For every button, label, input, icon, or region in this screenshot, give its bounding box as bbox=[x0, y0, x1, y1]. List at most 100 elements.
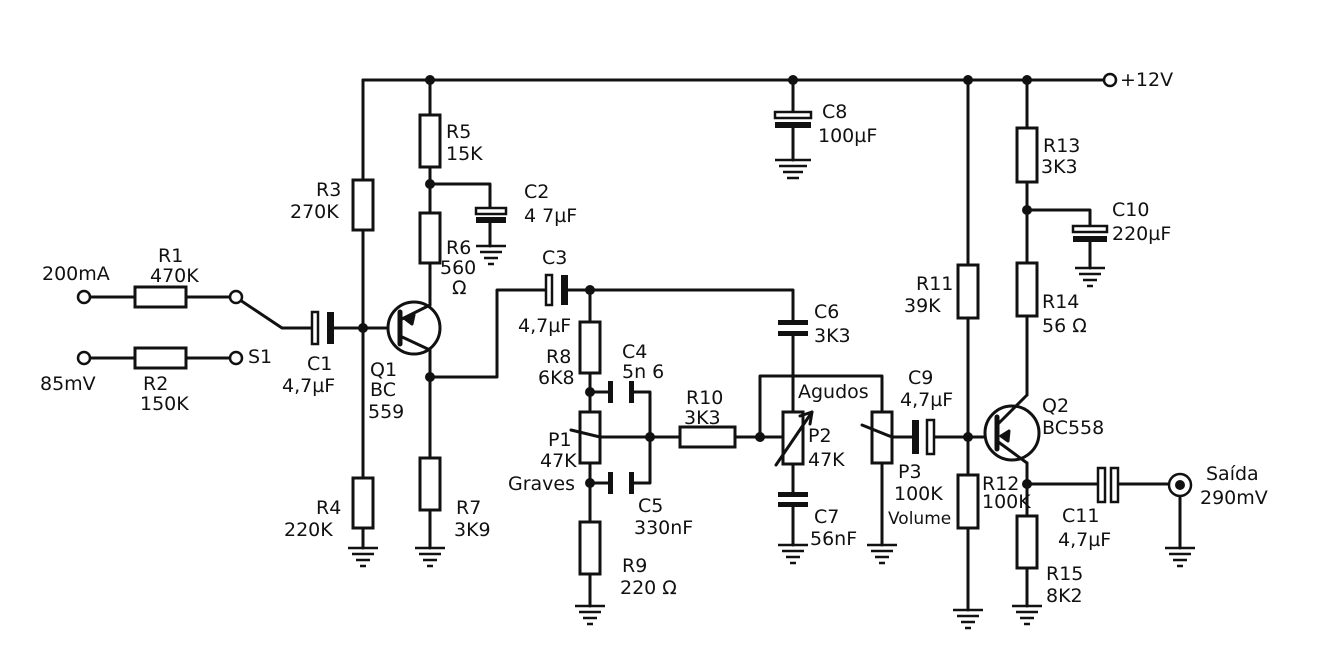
r2-value: 150K bbox=[140, 393, 189, 415]
switch-contact-1 bbox=[228, 289, 244, 305]
q1-type-1: BC bbox=[370, 379, 396, 401]
output-level: 290mV bbox=[1200, 487, 1268, 509]
wires bbox=[88, 78, 1182, 612]
ground-icon bbox=[575, 604, 605, 626]
output-label: Saída bbox=[1206, 463, 1259, 485]
q2-type: BC558 bbox=[1042, 417, 1104, 439]
resistor-r15 bbox=[1015, 514, 1039, 570]
p1-ref: P1 bbox=[548, 429, 572, 451]
c6-ref: C6 bbox=[814, 301, 839, 323]
c11-ref: C11 bbox=[1062, 505, 1099, 527]
c5-value: 330nF bbox=[634, 517, 693, 539]
r7-ref: R7 bbox=[456, 497, 481, 519]
ground-icon bbox=[867, 543, 897, 565]
resistor-r6 bbox=[418, 211, 442, 265]
terminals bbox=[76, 72, 1193, 498]
switch-label: S1 bbox=[248, 346, 272, 368]
c9-ref: C9 bbox=[908, 367, 933, 389]
c8-value: 100µF bbox=[818, 125, 877, 147]
r14-ref: R14 bbox=[1042, 291, 1079, 313]
potentiometer-p3 bbox=[860, 410, 894, 465]
p1-value: 47K bbox=[540, 450, 577, 472]
ground-icon bbox=[1075, 266, 1105, 288]
r2-ref: R2 bbox=[143, 373, 168, 395]
ground-icon bbox=[348, 546, 378, 568]
resistors bbox=[133, 113, 1039, 576]
capacitor-c3 bbox=[544, 273, 568, 307]
capacitor-c11 bbox=[1096, 466, 1120, 504]
ground-icon bbox=[1012, 604, 1042, 626]
r3-value: 270K bbox=[290, 201, 339, 223]
r9-ref: R9 bbox=[622, 555, 647, 577]
input-terminal-85mv bbox=[76, 350, 92, 366]
c1-value: 4,7µF bbox=[282, 375, 335, 397]
p1-name: Graves bbox=[508, 473, 575, 495]
p3-ref: P3 bbox=[898, 461, 922, 483]
potentiometer-p2 bbox=[774, 410, 814, 467]
p3-name: Volume bbox=[888, 509, 951, 529]
r14-value: 56 Ω bbox=[1042, 315, 1087, 337]
r6-unit: Ω bbox=[452, 277, 467, 299]
resistor-r13 bbox=[1015, 126, 1039, 184]
r11-ref: R11 bbox=[916, 273, 953, 295]
ground-icon bbox=[778, 543, 808, 565]
capacitor-c6 bbox=[778, 320, 808, 336]
c11-value: 4,7µF bbox=[1058, 529, 1111, 551]
p3-value: 100K bbox=[894, 483, 943, 505]
resistor-r9 bbox=[578, 520, 602, 576]
resistor-r12 bbox=[956, 473, 980, 530]
input-label-85mv: 85mV bbox=[40, 373, 96, 395]
r4-value: 220K bbox=[284, 519, 333, 541]
capacitor-c10 bbox=[1071, 224, 1109, 242]
q1-type-2: 559 bbox=[368, 401, 404, 423]
c8-ref: C8 bbox=[822, 101, 847, 123]
c2-value: 4 7µF bbox=[524, 205, 577, 227]
ground-icon bbox=[476, 244, 506, 266]
r1-ref: R1 bbox=[158, 245, 183, 267]
q2-ref: Q2 bbox=[1042, 395, 1069, 417]
r10-ref: R10 bbox=[686, 387, 723, 409]
p2-ref: P2 bbox=[808, 425, 832, 447]
resistor-r5 bbox=[418, 113, 442, 169]
capacitor-c9 bbox=[912, 418, 936, 456]
capacitor-c4 bbox=[608, 381, 634, 403]
resistor-r7 bbox=[418, 456, 442, 512]
c2-ref: C2 bbox=[524, 181, 549, 203]
capacitor-c5 bbox=[608, 472, 634, 494]
c9-value: 4,7µF bbox=[900, 389, 953, 411]
ground-icon bbox=[953, 608, 983, 630]
transistor-q2 bbox=[983, 393, 1041, 465]
r6-ref: R6 bbox=[446, 237, 471, 259]
resistor-r10 bbox=[678, 425, 737, 449]
r6-value: 560 bbox=[440, 257, 476, 279]
capacitors bbox=[310, 110, 1120, 507]
r8-value: 6K8 bbox=[538, 367, 575, 389]
capacitor-c2 bbox=[474, 206, 508, 223]
r13-ref: R13 bbox=[1043, 135, 1080, 157]
q1-ref: Q1 bbox=[370, 359, 397, 381]
transistor-q1 bbox=[386, 300, 442, 356]
potentiometers bbox=[569, 410, 894, 467]
capacitor-c7 bbox=[778, 492, 808, 507]
resistor-r14 bbox=[1015, 261, 1039, 318]
switch-contact-2 bbox=[228, 350, 244, 366]
capacitor-c1 bbox=[310, 310, 334, 346]
capacitor-c8 bbox=[773, 110, 813, 128]
r10-value: 3K3 bbox=[684, 407, 721, 429]
c5-ref: C5 bbox=[638, 495, 663, 517]
resistor-r11 bbox=[956, 263, 980, 320]
resistor-r2 bbox=[133, 346, 188, 370]
supply-label: +12V bbox=[1120, 69, 1173, 91]
resistor-r3 bbox=[351, 178, 375, 232]
c1-ref: C1 bbox=[307, 353, 332, 375]
p2-name: Agudos bbox=[798, 381, 869, 403]
resistor-r4 bbox=[351, 476, 375, 530]
r12-value: 100K bbox=[982, 491, 1031, 513]
c6-value: 3K3 bbox=[814, 325, 851, 347]
labels: +12V 200mA 85mV S1 R1 470K R2 150K R3 27… bbox=[40, 69, 1268, 607]
ground-symbols bbox=[348, 158, 1195, 630]
r4-ref: R4 bbox=[316, 497, 341, 519]
c4-value: 5n 6 bbox=[622, 361, 664, 383]
c3-value: 4,7µF bbox=[518, 315, 571, 337]
